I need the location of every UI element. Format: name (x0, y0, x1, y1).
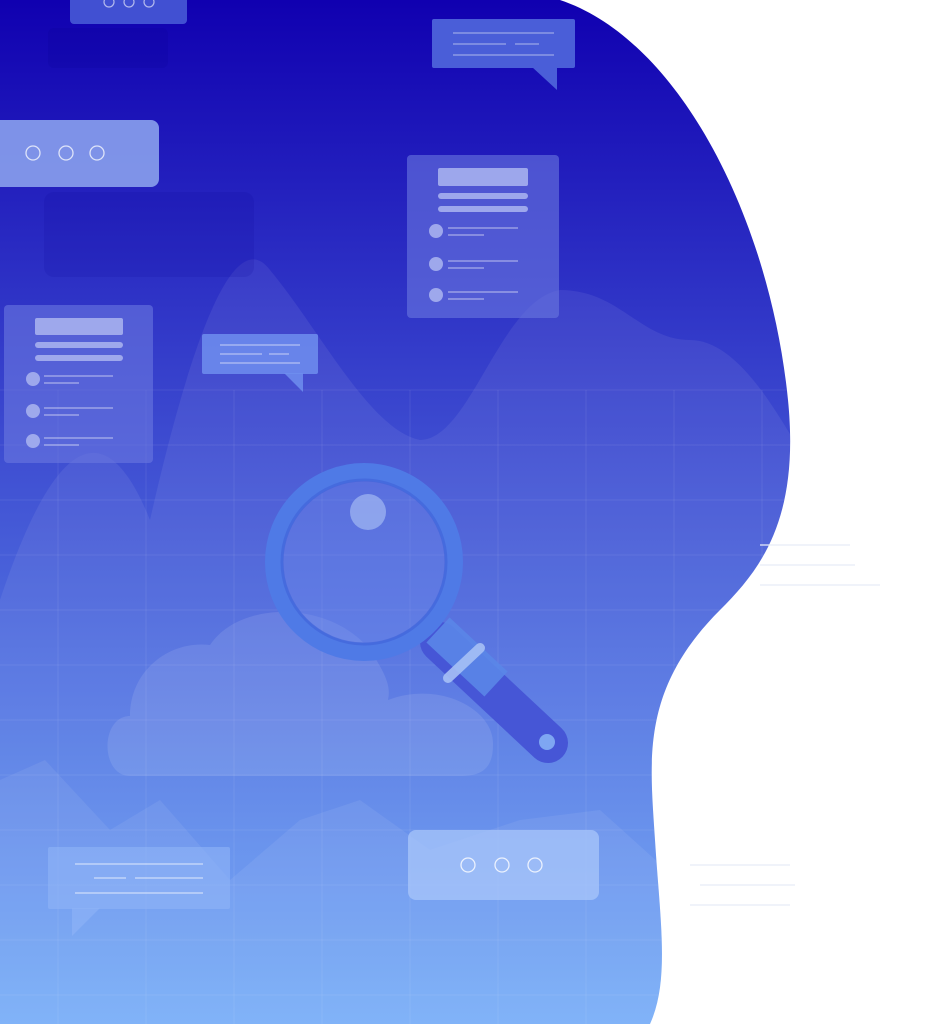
dots-card-icon (0, 120, 159, 187)
shadow-card (48, 28, 168, 68)
background-blob (0, 0, 791, 1024)
chat-bubble-icon (432, 19, 575, 90)
magnifier-icon (265, 463, 568, 763)
shadow-card (44, 192, 254, 277)
mountain-icon (0, 760, 791, 1024)
dots-card-icon (70, 0, 187, 24)
chat-bubble-icon (202, 334, 318, 392)
document-card-icon (407, 155, 559, 318)
chat-bubble-icon (48, 847, 230, 936)
faint-chat-bubble (690, 544, 880, 906)
dots-card-icon (408, 830, 599, 900)
cloud-icon (107, 611, 494, 776)
document-card-icon (4, 305, 153, 463)
